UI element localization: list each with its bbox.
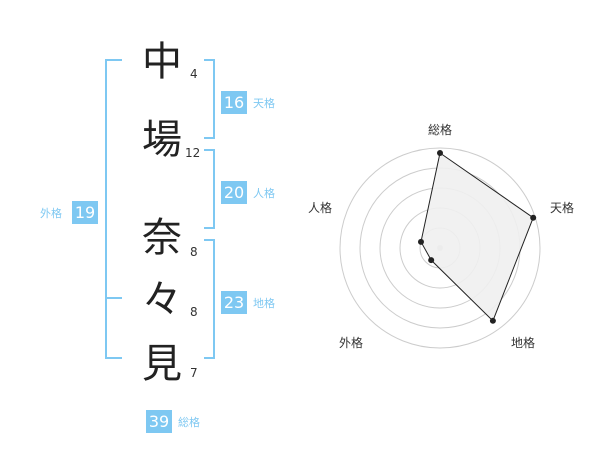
radar-point-4: [428, 257, 435, 264]
soukaku-value-badge: 39: [146, 410, 172, 433]
radar-series-polygon: [420, 152, 534, 322]
tenkaku-value-badge: 16: [221, 91, 247, 114]
name-char-2: 場: [142, 117, 182, 163]
jinkaku-bracket: [204, 149, 215, 229]
gaikaku-value-badge: 19: [72, 201, 98, 224]
name-char-3: 奈: [142, 215, 182, 261]
radar-grid-ring: [339, 147, 541, 349]
name-char-5: 見: [142, 341, 182, 387]
radar-axis-label-soukaku: 総格: [428, 123, 453, 137]
gaikaku-label: 外格: [40, 207, 62, 220]
stroke-count-1: 4: [190, 67, 198, 81]
radar-axis-label-tenkaku: 天格: [550, 201, 575, 215]
stroke-count-5: 7: [190, 366, 198, 380]
radar-axis-label-jinkaku: 人格: [308, 201, 333, 215]
name-char-4: 々: [142, 277, 182, 323]
radar-point-3: [489, 317, 496, 324]
chikaku-label: 地格: [253, 297, 275, 310]
soukaku-label: 総格: [178, 416, 200, 429]
radar-axis-label-chikaku: 地格: [511, 336, 536, 350]
chikaku-bracket: [204, 239, 215, 359]
chikaku-value-badge: 23: [221, 291, 247, 314]
tenkaku-label: 天格: [253, 97, 275, 110]
jinkaku-value-badge: 20: [221, 181, 247, 204]
gaikaku-bracket: [105, 59, 122, 359]
stroke-count-4: 8: [190, 305, 198, 319]
radar-point-5: [417, 238, 424, 245]
tenkaku-bracket: [204, 59, 215, 139]
radar-axis-label-gaikaku: 外格: [339, 336, 364, 350]
radar-point-2: [530, 214, 537, 221]
stroke-count-2: 12: [185, 146, 201, 160]
name-char-1: 中: [142, 39, 182, 85]
jinkaku-label: 人格: [253, 187, 275, 200]
radar-point-1: [437, 150, 443, 156]
stroke-count-3: 8: [190, 245, 198, 259]
